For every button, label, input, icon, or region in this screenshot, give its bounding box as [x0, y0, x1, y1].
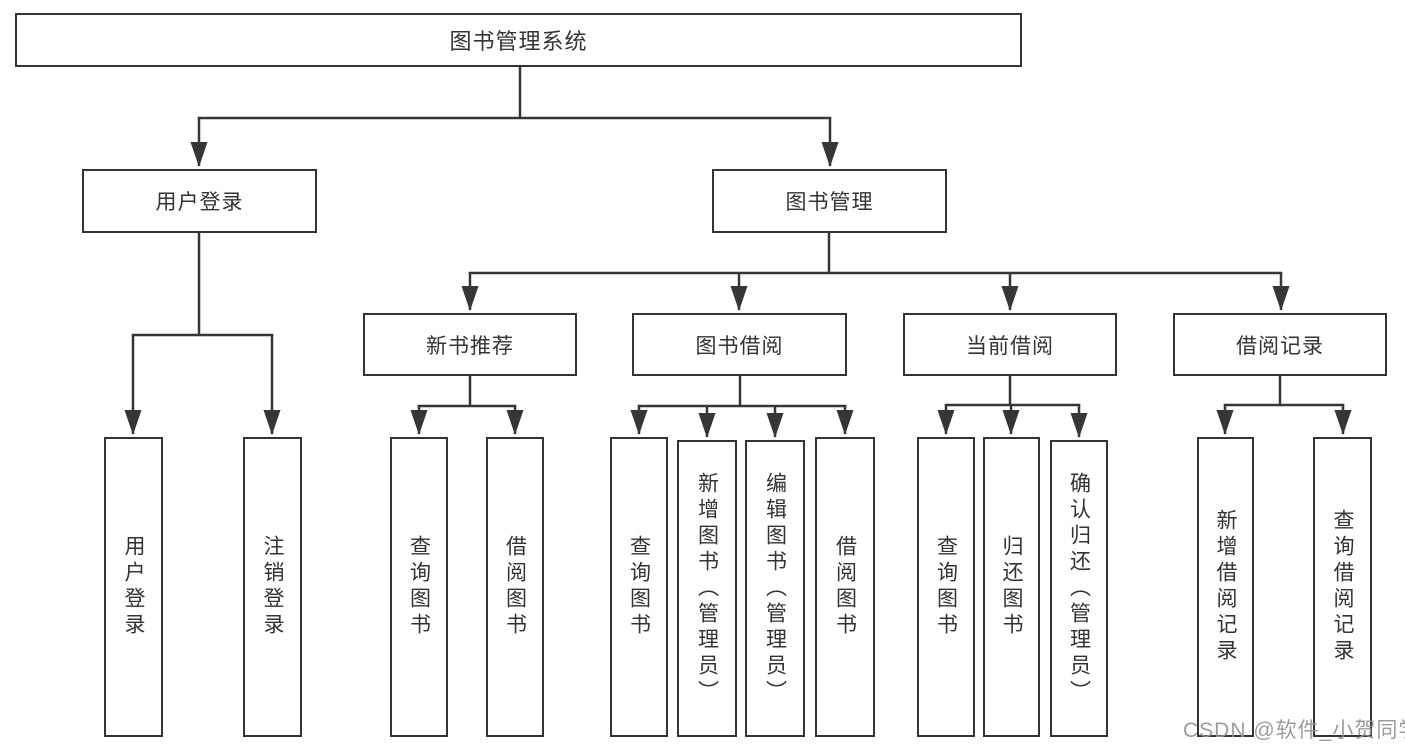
leaf-user-login: 用户登录 — [104, 437, 163, 737]
node-book-management: 图书管理 — [712, 169, 947, 233]
leaf-return-books: 归还图书 — [983, 437, 1040, 737]
leaf-borrow-books-recommend: 借阅图书 — [486, 437, 544, 737]
leaf-borrow-books: 借阅图书 — [815, 437, 875, 737]
leaf-query-books-recommend: 查询图书 — [390, 437, 448, 737]
node-new-book-recommend: 新书推荐 — [363, 313, 577, 376]
leaf-query-books-borrowing: 查询图书 — [610, 437, 668, 737]
node-borrowing-records: 借阅记录 — [1173, 313, 1387, 376]
leaf-query-books-current: 查询图书 — [917, 437, 975, 737]
leaf-add-books-admin: 新增图书（管理员） — [677, 440, 737, 737]
leaf-edit-books-admin: 编辑图书（管理员） — [745, 440, 805, 737]
leaf-confirm-return-admin: 确认归还（管理员） — [1050, 440, 1108, 737]
node-root-library-system: 图书管理系统 — [15, 13, 1022, 67]
node-user-login: 用户登录 — [82, 169, 317, 233]
leaf-query-borrow-record: 查询借阅记录 — [1313, 437, 1372, 737]
leaf-logout: 注销登录 — [243, 437, 302, 737]
csdn-watermark: CSDN @软件_小贺同学 — [1183, 719, 1405, 742]
node-book-borrowing: 图书借阅 — [632, 313, 847, 376]
node-current-borrowing: 当前借阅 — [903, 313, 1117, 376]
leaf-add-borrow-record: 新增借阅记录 — [1197, 437, 1254, 737]
